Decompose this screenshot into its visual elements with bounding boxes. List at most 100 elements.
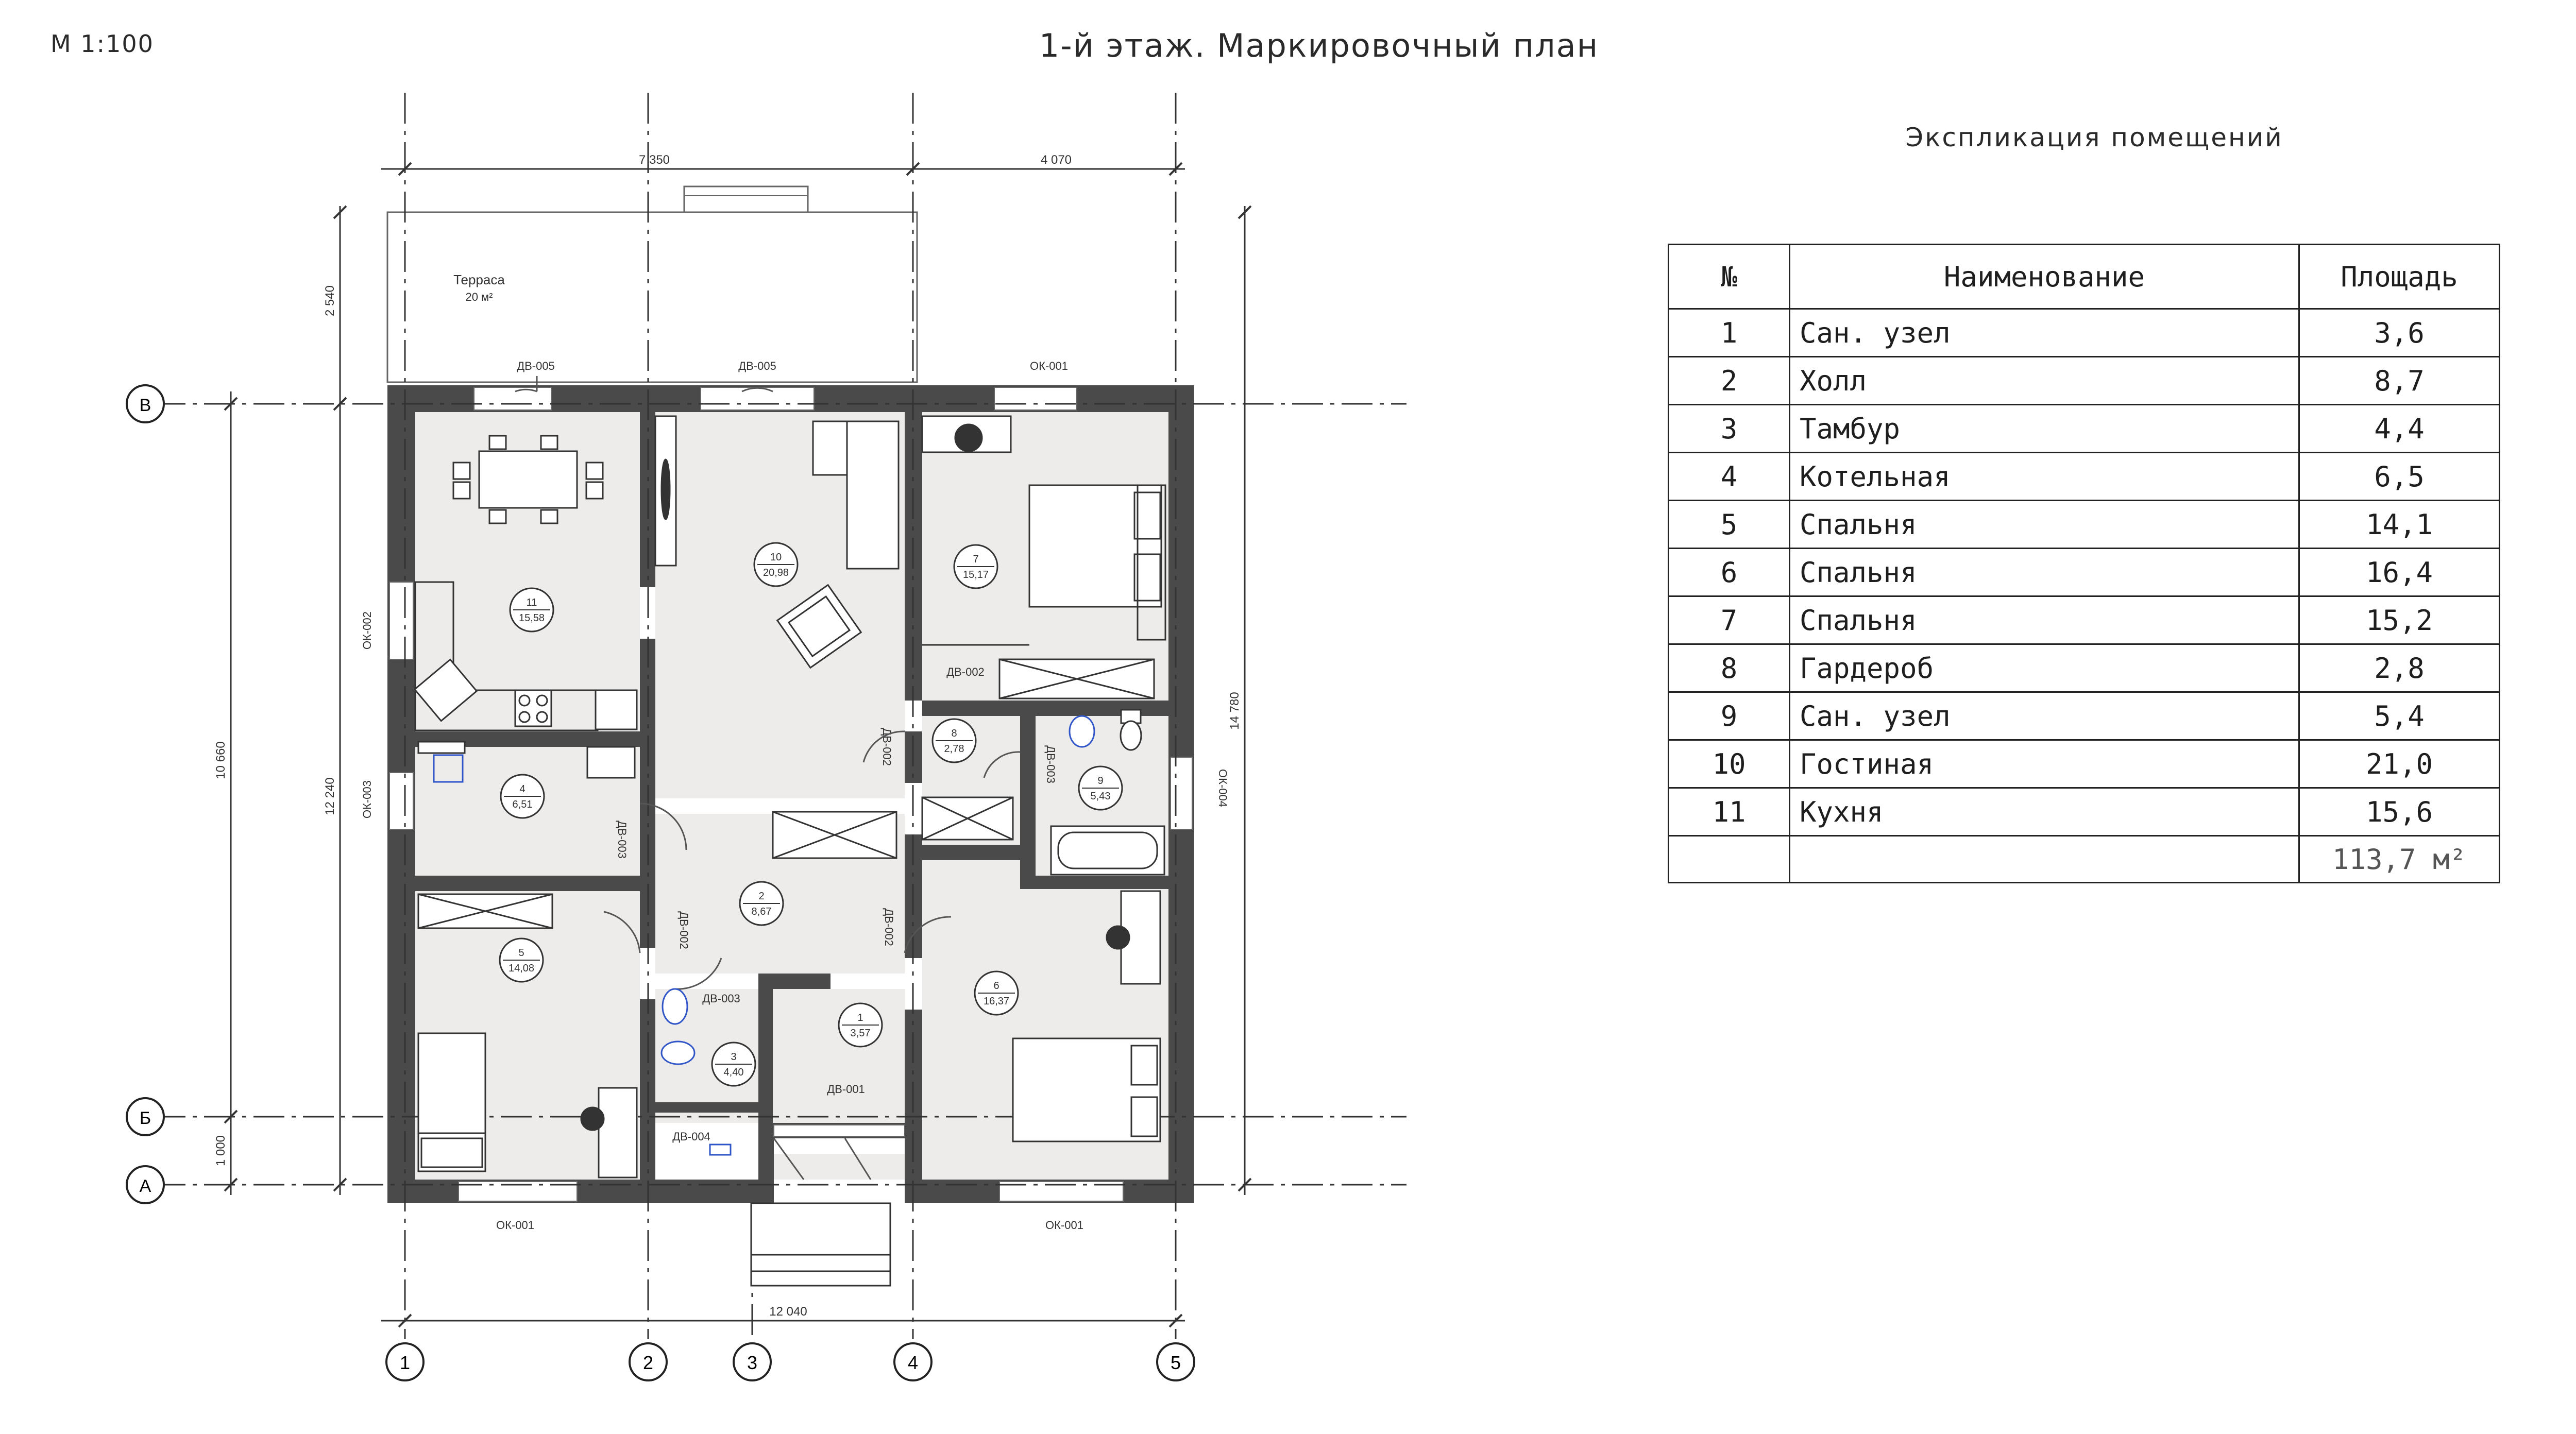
axis-marker-b: Б — [126, 1097, 165, 1136]
row-area: 2,8 — [2298, 643, 2500, 693]
svg-text:3: 3 — [731, 1051, 736, 1063]
entrance-porch — [750, 1202, 891, 1287]
page-title: 1-й этаж. Маркировочный план — [1039, 27, 1599, 64]
label-dv003-bath: ДВ-003 — [1044, 745, 1057, 783]
axis-markers: 1 2 3 4 5 В Б А — [126, 384, 1195, 1381]
header-number: № — [1668, 244, 1790, 310]
room-marker-7: 715,17 — [953, 544, 998, 589]
label-ok004: ОК-004 — [1216, 769, 1229, 807]
row-area: 15,2 — [2298, 595, 2500, 645]
svg-text:3: 3 — [747, 1352, 757, 1373]
room-marker-3: 34,40 — [711, 1042, 756, 1087]
wardrobe-room-7 — [998, 658, 1155, 699]
wardrobe-room-8 — [921, 796, 1014, 841]
row-number: 7 — [1668, 595, 1790, 645]
svg-text:3,57: 3,57 — [851, 1028, 871, 1039]
row-number: 4 — [1668, 452, 1790, 501]
living-armchair — [776, 584, 862, 669]
bed-room-6 — [1012, 1037, 1161, 1142]
row-number: 5 — [1668, 500, 1790, 549]
svg-text:1: 1 — [857, 1012, 863, 1023]
svg-text:15,58: 15,58 — [519, 612, 545, 624]
room-marker-6: 616,37 — [974, 970, 1019, 1016]
row-number: 9 — [1668, 691, 1790, 741]
row-number: 2 — [1668, 356, 1790, 405]
label-ok002: ОК-002 — [361, 611, 374, 650]
label-dv002-kitchen: ДВ-002 — [946, 665, 985, 678]
wardrobe-room-5 — [417, 893, 553, 929]
row-area: 15,6 — [2298, 787, 2500, 836]
row-area: 16,4 — [2298, 548, 2500, 597]
svg-text:9: 9 — [1097, 775, 1103, 787]
terrace-area: 20 м² — [465, 291, 493, 303]
header-name: Наименование — [1789, 244, 2300, 310]
svg-text:14,08: 14,08 — [509, 963, 534, 974]
label-dv003-wc: ДВ-003 — [702, 992, 740, 1005]
room-marker-2: 28,67 — [739, 881, 784, 926]
tv-stand — [654, 415, 677, 567]
row-number: 10 — [1668, 739, 1790, 789]
bathtub — [1050, 825, 1165, 876]
wall-openings — [389, 387, 1193, 1202]
svg-text:2: 2 — [758, 891, 764, 902]
svg-text:8: 8 — [951, 728, 957, 739]
dimension-labels: 7 350 4 070 12 040 10 660 1 000 2 540 12… — [214, 153, 1242, 1319]
dim-left-outer: 12 240 — [323, 777, 337, 815]
room-marker-5: 514,08 — [499, 937, 544, 983]
label-ok001-bottom-left: ОК-001 — [496, 1219, 534, 1232]
furniture — [413, 415, 1166, 1287]
row-area: 21,0 — [2298, 739, 2500, 789]
header-area: Площадь — [2298, 244, 2500, 310]
label-dv002-hall-right: ДВ-002 — [883, 908, 895, 946]
row-name: Спальня — [1789, 548, 2300, 597]
svg-text:7: 7 — [973, 554, 978, 565]
row-area: 6,5 — [2298, 452, 2500, 501]
bed-room-7 — [922, 484, 1166, 646]
room-marker-1: 13,57 — [838, 1002, 883, 1048]
row-area: 5,4 — [2298, 691, 2500, 741]
terrace-label: Терраса — [453, 272, 505, 287]
desk-room-6 — [1106, 890, 1161, 985]
dim-right: 14 780 — [1228, 692, 1242, 729]
boiler-equipment — [417, 741, 636, 783]
dim-top-left: 7 350 — [639, 153, 670, 167]
svg-text:1: 1 — [400, 1352, 410, 1373]
svg-text:6,51: 6,51 — [513, 799, 533, 810]
label-ok001-top: ОК-001 — [1030, 360, 1068, 372]
dim-left-terrace: 2 540 — [323, 285, 337, 316]
label-dv001: ДВ-001 — [827, 1083, 865, 1096]
row-number: 3 — [1668, 404, 1790, 453]
axis-marker-4: 4 — [893, 1342, 933, 1381]
dim-bottom: 12 040 — [769, 1305, 807, 1319]
svg-text:15,17: 15,17 — [963, 569, 989, 581]
row-area: 4,4 — [2298, 404, 2500, 453]
row-area: 14,1 — [2298, 500, 2500, 549]
row-area: 3,6 — [2298, 308, 2500, 357]
table-total-row: 113,7 м² — [1668, 835, 2500, 883]
row-name: Кухня — [1789, 787, 2300, 836]
svg-text:4: 4 — [908, 1352, 918, 1373]
svg-text:2: 2 — [643, 1352, 653, 1373]
dim-left-inner: 10 660 — [214, 741, 228, 779]
axis-marker-5: 5 — [1156, 1342, 1195, 1381]
svg-text:8,67: 8,67 — [752, 906, 772, 917]
svg-text:5: 5 — [1171, 1352, 1181, 1373]
label-dv002-hall-left: ДВ-002 — [677, 911, 690, 949]
svg-text:Б: Б — [140, 1108, 151, 1128]
living-sofa — [812, 420, 900, 570]
row-name: Спальня — [1789, 595, 2300, 645]
svg-text:4: 4 — [519, 783, 525, 795]
axis-marker-1: 1 — [385, 1342, 425, 1381]
room-marker-4: 46,51 — [500, 774, 545, 819]
row-name: Сан. узел — [1789, 308, 2300, 357]
explication-title: Экспликация помещений — [1905, 123, 2283, 152]
dim-left-bottom: 1 000 — [214, 1135, 228, 1166]
